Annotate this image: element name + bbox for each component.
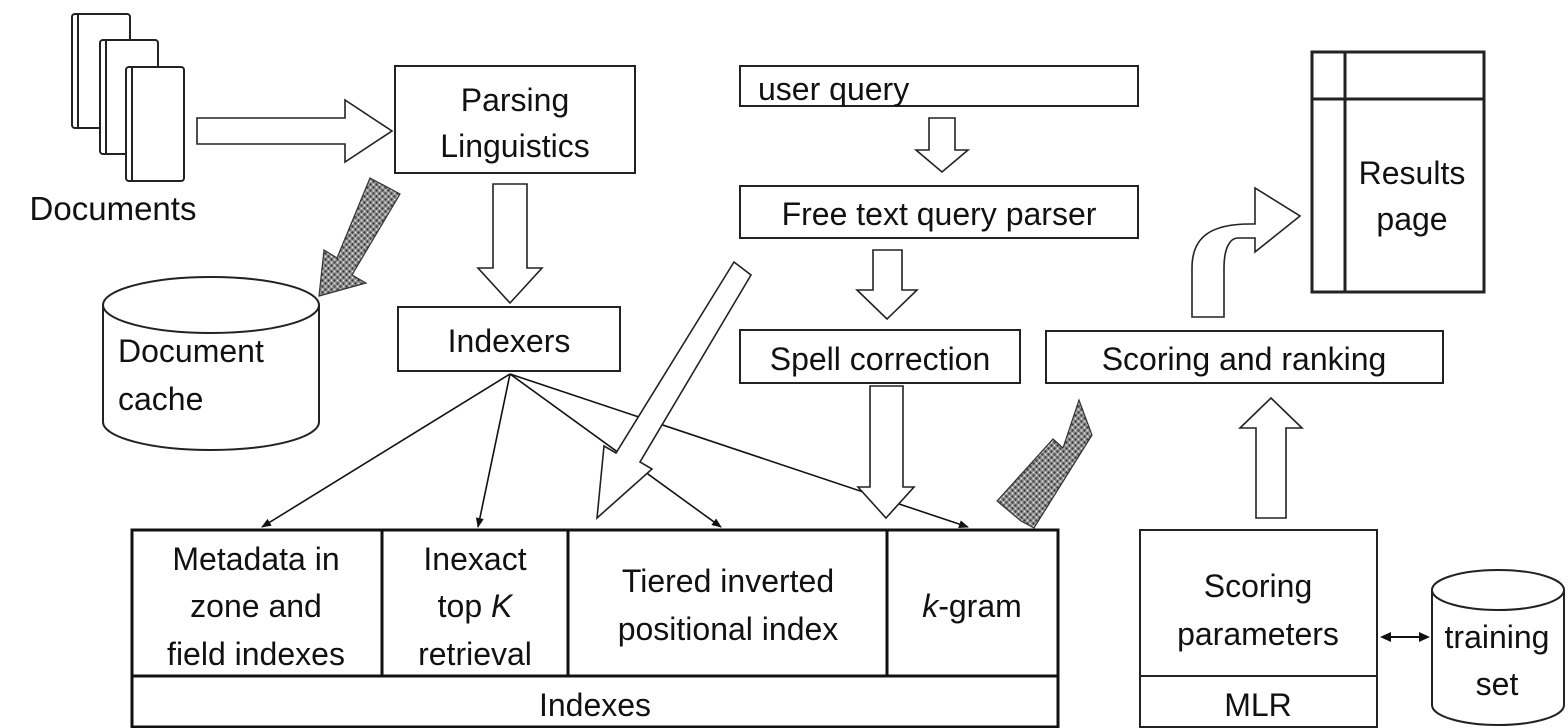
params-training-link [1380,632,1430,642]
parsing-to-indexers-arrow [476,183,544,305]
set-label: set [1476,666,1519,702]
indexers-box [397,306,621,372]
parsing-to-cache-arrow [318,177,401,297]
inexact-line-3: retrieval [418,636,532,672]
spell-correction-box [739,329,1021,384]
kgram-label: k-gram [922,588,1022,624]
document-cache-cylinder [102,276,320,451]
documents-to-parsing-arrow [196,98,394,164]
mlr-label: MLR [1224,687,1292,723]
training-set-cylinder [1431,569,1565,726]
document-cache-label-1: Document [118,333,264,369]
tiered-line-1: Tiered inverted [622,563,834,599]
scoring-ranking-box [1045,330,1444,384]
scoring-parameters-line-2: parameters [1177,616,1339,652]
scoring-parameters-box [1139,529,1378,728]
page-label: page [1376,201,1447,237]
indexers-label: Indexers [448,323,571,359]
documents-label: Documents [30,190,197,227]
metadata-line-3: field indexes [167,636,345,672]
linguistics-label: Linguistics [440,128,589,164]
parsing-label: Parsing [461,82,570,118]
metadata-line-1: Metadata in [172,541,339,577]
indexer-arrows [261,373,969,528]
results-label: Results [1359,155,1466,191]
user-query-box [739,65,1139,107]
documents-icon [71,13,185,182]
free-text-query-parser-label: Free text query parser [782,196,1097,232]
parser-to-indexes-arrow [596,260,753,520]
indexes-to-scoring-arrow [996,398,1093,529]
parser-to-spell-arrow [855,249,919,321]
user-query-label: user query [758,71,909,107]
tiered-line-2: positional index [618,611,839,647]
scoring-parameters-line-1: Scoring [1204,568,1313,604]
scoring-to-results-arrow [1191,186,1302,318]
scoring-ranking-label: Scoring and ranking [1102,341,1387,377]
free-text-query-parser-box [739,185,1139,239]
inexact-line-2: top K [438,588,514,624]
parsing-linguistics-box [394,65,636,174]
inexact-line-1: Inexact [423,541,526,577]
document-cache-label-2: cache [118,381,203,417]
params-to-scoring-arrow [1238,396,1304,519]
indexes-table [130,528,1060,728]
training-label: training [1445,619,1550,655]
spell-correction-label: Spell correction [770,341,991,377]
metadata-line-2: zone and [190,588,322,624]
indexes-label: Indexes [539,687,651,723]
spell-to-kgram-arrow [856,385,916,520]
results-page-frame [1310,50,1486,294]
query-to-parser-arrow [913,117,971,174]
